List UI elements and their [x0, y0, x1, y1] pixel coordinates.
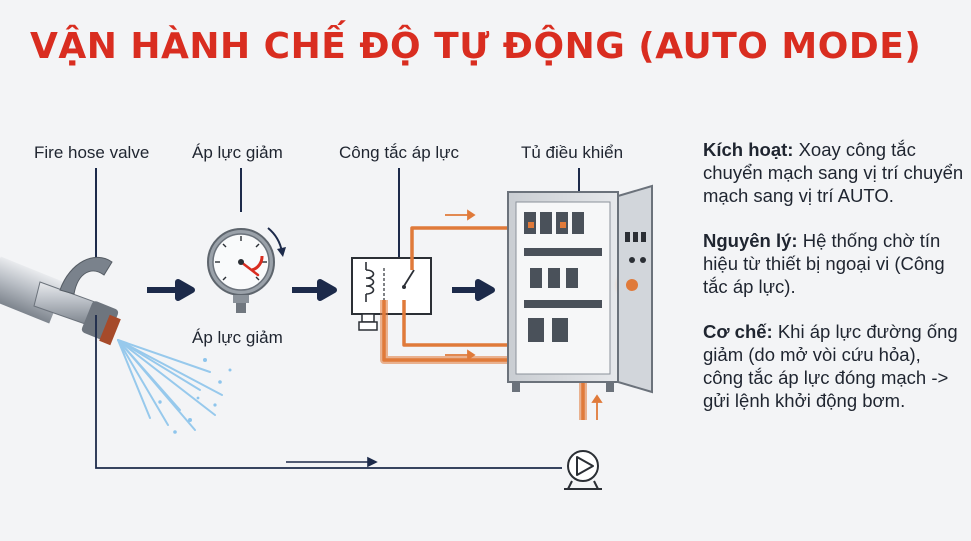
- pressure-drop-label-top: Áp lực giảm: [192, 143, 283, 162]
- water-droplets: [158, 358, 232, 434]
- activation-paragraph: Kích hoạt: Xoay công tắc chuyển mạch san…: [703, 138, 965, 207]
- return-line: [95, 315, 562, 469]
- pressure-drop-label-bottom: Áp lực giảm: [192, 328, 283, 347]
- control-panel-label: Tủ điều khiển: [521, 143, 624, 162]
- activation-text: Xoay công tắc chuyển mạch sang vị trí ch…: [703, 139, 964, 206]
- principle-heading: Nguyên lý:: [703, 230, 798, 251]
- flow-arrow-2: [292, 279, 337, 301]
- mechanism-text: Khi áp lực đường ống giảm (do mở vòi cứu…: [703, 321, 958, 411]
- principle-text: Hệ thống chờ tín hiệu từ thiết bị ngoại …: [703, 230, 945, 297]
- pressure-switch-icon: [351, 257, 432, 331]
- fire-hose-nozzle-icon: [0, 256, 121, 346]
- flow-arrow-3: [452, 279, 495, 301]
- signal-arrow-bottom: [445, 349, 476, 361]
- pump-icon: [564, 450, 602, 490]
- fire-hose-valve-label: Fire hose valve: [34, 143, 150, 162]
- pressure-switch-label: Công tắc áp lực: [339, 143, 460, 162]
- mechanism-paragraph: Cơ chế: Khi áp lực đường ống giảm (do mở…: [703, 320, 965, 412]
- flow-arrow-1: [147, 279, 195, 301]
- gauge-needle: [239, 260, 260, 277]
- activation-heading: Kích hoạt:: [703, 139, 794, 160]
- principle-paragraph: Nguyên lý: Hệ thống chờ tín hiệu từ thiế…: [703, 229, 965, 298]
- water-spray: [117, 339, 223, 431]
- mechanism-heading: Cơ chế:: [703, 321, 773, 342]
- return-arrow: [286, 456, 378, 468]
- signal-arrow-up: [591, 394, 603, 420]
- signal-arrow-top: [445, 209, 476, 221]
- page-title: VẬN HÀNH CHẾ ĐỘ TỰ ĐỘNG (AUTO MODE): [30, 26, 922, 67]
- description-panel: Kích hoạt: Xoay công tắc chuyển mạch san…: [703, 138, 965, 434]
- control-panel-icon: [507, 184, 653, 394]
- pressure-gauge-icon: [207, 227, 286, 313]
